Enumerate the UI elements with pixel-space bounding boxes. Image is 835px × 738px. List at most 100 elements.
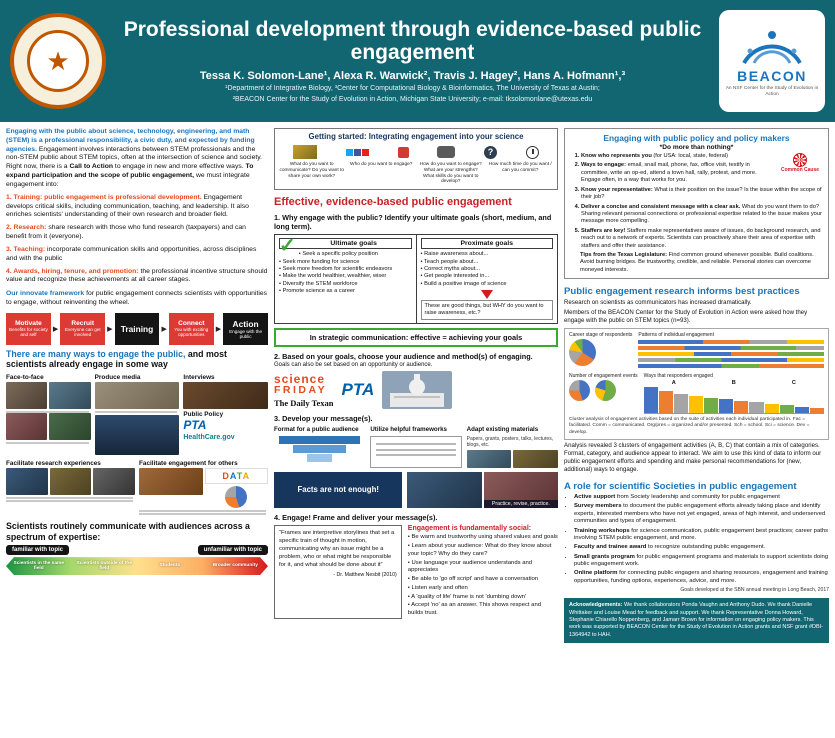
format-column-title: Format for a public audience — [274, 426, 359, 434]
engage-row: “Frames are interpretive storylines that… — [274, 525, 558, 619]
strategic-communication-box: In strategic communication: effective = … — [274, 328, 558, 348]
audience-icon — [437, 146, 456, 158]
research-heading: Public engagement research informs best … — [564, 286, 800, 298]
us-capitol-photo — [382, 371, 453, 410]
getting-started-box: Getting started: Integrating engagement … — [274, 128, 558, 190]
engagement-photo-grid-2: Facilitate research experiences Facilita… — [6, 458, 268, 516]
photo — [6, 382, 48, 409]
goals-comparison-box: ✓ Ultimate goals Seek a specific policy … — [274, 234, 558, 325]
proximate-goal: Build a positive image of science — [421, 281, 554, 288]
intro-lead: Engaging with the public about science, … — [6, 128, 255, 153]
photo-section-interviews: Interviews Public Policy PTA HealthCare.… — [183, 372, 268, 455]
policy-step: Know your representative: What is their … — [581, 187, 823, 202]
arrow-right-icon: ▶ — [107, 325, 113, 333]
spectrum-gradient-bar: Scientists in the same field Scientists … — [6, 557, 268, 575]
pattern-row — [638, 345, 824, 350]
photo-section-face-to-face: Face-to-face — [6, 372, 91, 455]
ways-engaged-figure: Ways that responders engaged A B C — [643, 373, 824, 414]
research-paragraph-2: Members of the BEACON Center for the Stu… — [564, 309, 808, 325]
daily-texan-logo: The Daily Texan — [274, 398, 334, 409]
quote-text: “Frames are interpretive storylines that… — [279, 530, 395, 569]
photo-label-public-policy: Public Policy — [183, 411, 224, 418]
figure-caption: Cluster analysis of engagement activitie… — [569, 416, 810, 435]
ultimate-goals-title: Ultimate goals — [279, 238, 412, 250]
acknowledgements-body: We thank collaborators Ponda Vaughn and … — [569, 602, 824, 638]
framework-lead: Our innovate framework — [6, 290, 85, 298]
pattern-row — [638, 339, 824, 344]
ultimate-goal: Promote science as a career — [279, 288, 412, 295]
left-column: Engaging with the public about science, … — [6, 128, 268, 732]
society-role: Small grants program for public engageme… — [574, 554, 829, 569]
call-to-action-text: Call to Action — [69, 163, 114, 171]
caption-line — [94, 410, 178, 413]
arrow-right-icon: ▶ — [52, 325, 59, 333]
bar — [749, 402, 764, 413]
photo-section-research-experiences: Facilitate research experiences — [6, 458, 136, 516]
intro-lead-2: To expand participation and the scope of… — [6, 163, 254, 180]
section-2-subtext: Goals can also be set based on an opport… — [274, 362, 433, 369]
proximate-goals-title: Proximate goals — [420, 238, 553, 250]
framework-paragraph: Our innovate framework for public engage… — [6, 290, 268, 308]
poster-body: Engaging with the public about science, … — [0, 122, 835, 738]
engagement-social-column: Engagement is fundamentally social: Be w… — [408, 525, 558, 619]
proximate-goal: Teach people about... — [421, 259, 554, 266]
pattern-row — [638, 351, 824, 356]
ut-austin-seal-inner: ★ — [27, 30, 89, 92]
many-ways-lead: There are many ways to engage the public… — [6, 348, 186, 359]
item-head: 2. Research: — [6, 224, 47, 232]
bar — [688, 396, 704, 413]
beacon-wordmark: BEACON — [737, 67, 807, 84]
cluster-label-c: C — [791, 379, 796, 386]
many-ways-rest: and most scientists already engage in so… — [6, 348, 227, 370]
science-friday-logo: science FRIDAY The Daily Texan — [274, 371, 334, 409]
society-role: Survey members to document the public en… — [574, 503, 829, 526]
integration-item-training: 1. Training: public engagement is profes… — [6, 194, 268, 220]
photo — [49, 382, 91, 409]
item-body: incorporate communication skills and opp… — [6, 245, 257, 262]
spectrum-segment: Scientists in the same field — [13, 560, 64, 572]
photo-section-engagement-for-others: Facilitate engagement for others DATA — [139, 458, 268, 515]
authors: Tessa K. Solomon-Lane¹, Alexa R. Warwick… — [199, 69, 626, 82]
social-bullet: Accept 'no' as an answer. This shows res… — [408, 602, 558, 618]
middle-column: Getting started: Integrating engagement … — [274, 128, 558, 732]
photo — [49, 413, 91, 440]
intro-body-3: we must integrate engagement into: — [6, 172, 250, 188]
pattern-row — [638, 357, 824, 362]
tips-head: Tips from the Texas Legislature: — [580, 251, 668, 258]
societies-heading: A role for scientific Societies in publi… — [564, 480, 797, 492]
public-policy-box: Engaging with public policy and policy m… — [564, 128, 829, 280]
item-head: 4. Awards, hiring, tenure, and promotion… — [6, 267, 139, 275]
item-body: the professional incentive structure sho… — [6, 267, 268, 284]
develop-message-columns: Format for a public audience Utilize hel… — [274, 426, 558, 469]
ultimate-goal: Seek more funding for science — [279, 259, 412, 266]
social-bullet: A 'quality of life' frame is not 'dumbin… — [408, 594, 558, 602]
flow-box-connect: Connect You with exciting opportunities — [168, 312, 214, 345]
photo — [139, 467, 203, 495]
bar — [673, 394, 688, 413]
caption-line — [139, 513, 266, 515]
cluster-label-a: A — [671, 379, 676, 386]
proximate-goals-column: Proximate goals Raise awareness about...… — [415, 235, 558, 324]
many-ways-heading: There are many ways to engage the public… — [6, 349, 268, 370]
spectrum-heading: Scientists routinely communicate with au… — [6, 521, 250, 542]
photo-poster — [94, 414, 180, 455]
photo-label: Produce media — [94, 374, 141, 381]
bar — [643, 387, 658, 413]
societies-bullets: Active support from Society leadership a… — [564, 494, 829, 586]
frameworks-column-title: Utilize helpful frameworks — [370, 426, 448, 434]
events-pie-chart-1 — [569, 379, 590, 401]
society-role: Online platform for connecting public en… — [574, 570, 829, 585]
policy-subtitle: *Do more than nothing* — [659, 144, 734, 152]
data-logo: DATA — [204, 467, 268, 484]
familiar-label: familiar with topic — [6, 545, 70, 556]
adapt-column: Adapt existing materials Papers, grants,… — [466, 426, 558, 469]
clock-icon — [525, 145, 539, 159]
figure-label: Patterns of individual engagement — [638, 331, 714, 338]
photo — [94, 382, 180, 409]
question: Who do you want to engage? — [350, 162, 413, 167]
photo — [93, 467, 136, 495]
bar — [734, 401, 749, 413]
effective-heading: Effective, evidence-based public engagem… — [274, 196, 512, 208]
cluster-labels: A B C — [644, 380, 824, 386]
policy-title: Engaging with public policy and policy m… — [603, 133, 790, 143]
